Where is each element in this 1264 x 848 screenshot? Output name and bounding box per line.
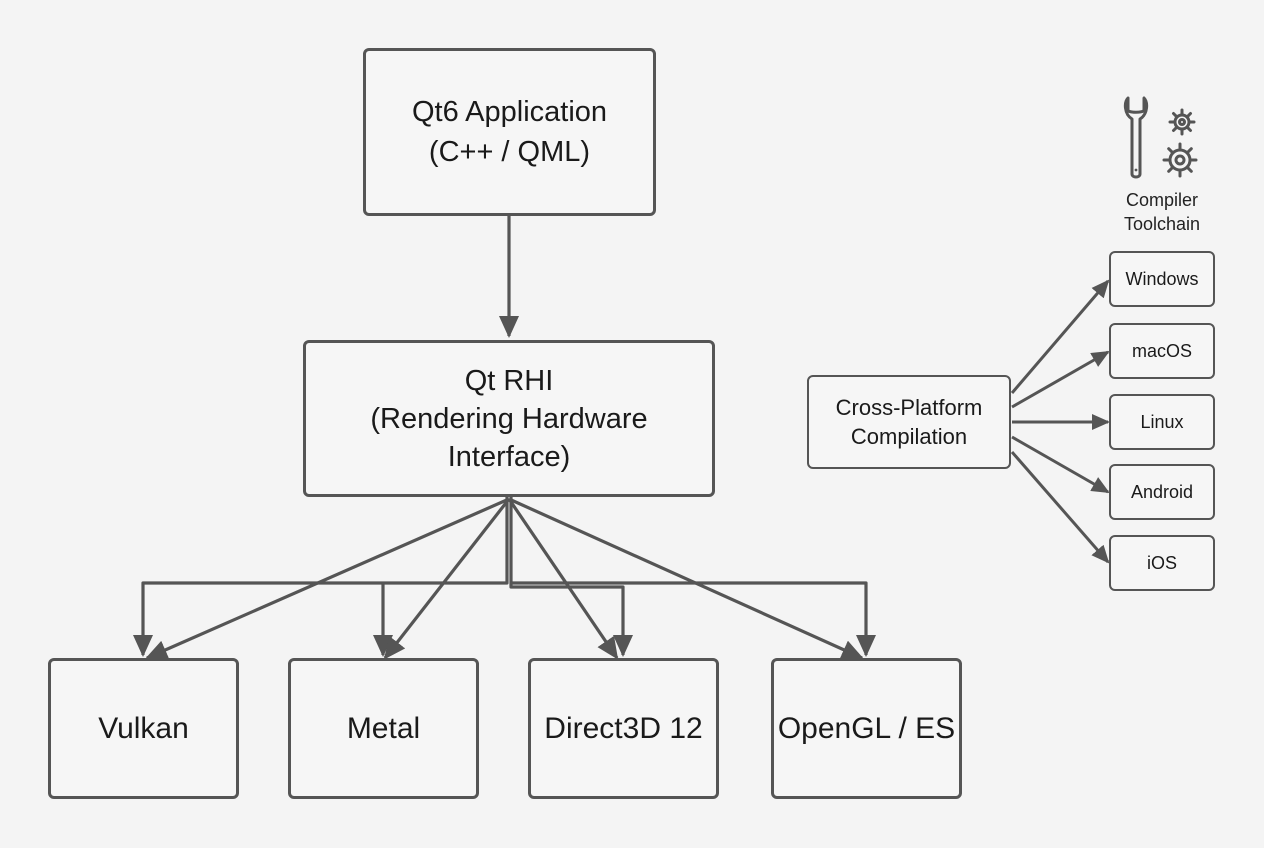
- edge-rhi-to-opengl: [508, 497, 864, 660]
- edge-bus-opengl: [511, 581, 876, 657]
- android-label: Android: [1130, 481, 1194, 502]
- windows-node: Windows: [1109, 251, 1215, 307]
- qt-rhi-title: Qt RHI: [464, 364, 554, 397]
- cross-platform-label-line2: Compilation: [850, 424, 968, 449]
- compiler-toolchain-line1: Compiler: [1125, 190, 1199, 210]
- linux-node: Linux: [1109, 394, 1215, 450]
- cross-platform-label-line1: Cross-Platform: [835, 395, 983, 420]
- edge-bus-vulkan: [133, 497, 509, 657]
- windows-label: Windows: [1125, 268, 1199, 289]
- cross-platform-compilation-node: Cross-Platform Compilation: [807, 375, 1011, 469]
- qt-rhi-node: Qt RHI (Rendering Hardware Interface): [303, 340, 715, 497]
- opengl-node: OpenGL / ES: [771, 658, 962, 799]
- edge-cpc-to-android: [1011, 435, 1110, 494]
- opengl-label: OpenGL / ES: [777, 711, 956, 745]
- edge-bus-direct3d: [509, 497, 633, 657]
- direct3d-node: Direct3D 12: [528, 658, 719, 799]
- metal-label: Metal: [346, 711, 421, 745]
- linux-label: Linux: [1140, 411, 1184, 432]
- qt6-application-subtitle: (C++ / QML): [428, 136, 591, 168]
- macos-node: macOS: [1109, 323, 1215, 379]
- edge-rhi-to-direct3d: [507, 498, 619, 660]
- vulkan-label: Vulkan: [98, 711, 189, 745]
- qt6-application-title: Qt6 Application: [411, 96, 608, 128]
- edge-cpc-to-ios: [1010, 451, 1110, 564]
- android-node: Android: [1109, 464, 1215, 520]
- edge-rhi-to-metal: [383, 498, 511, 660]
- macos-label: macOS: [1131, 340, 1192, 361]
- qt6-application-node: Qt6 Application (C++ / QML): [363, 48, 656, 216]
- edge-cpc-to-windows: [1010, 279, 1110, 394]
- compiler-toolchain-label: Compiler Toolchain: [1100, 188, 1224, 236]
- vulkan-node: Vulkan: [48, 658, 239, 799]
- ios-label: iOS: [1146, 552, 1177, 573]
- metal-node: Metal: [288, 658, 479, 799]
- edge-rhi-to-vulkan: [145, 497, 510, 660]
- direct3d-label: Direct3D 12: [544, 711, 703, 745]
- ios-node: iOS: [1109, 535, 1215, 591]
- compiler-toolchain-line2: Toolchain: [1123, 214, 1201, 234]
- wrench-gears-icon: [1123, 96, 1198, 179]
- edge-cpc-to-macos: [1011, 350, 1110, 409]
- qt-rhi-subtitle: (Rendering Hardware Interface): [370, 402, 648, 473]
